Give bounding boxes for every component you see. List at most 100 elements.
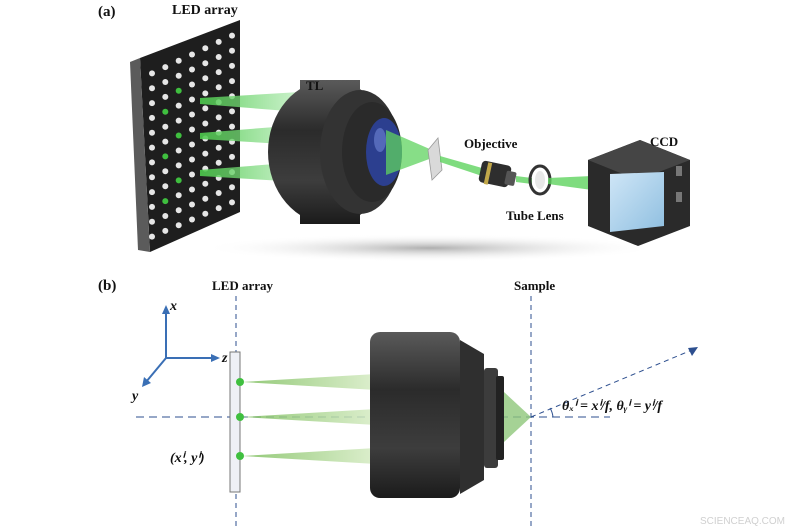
cone-center (242, 409, 376, 425)
led-dot (229, 184, 235, 191)
axis-z-arrow (211, 354, 220, 362)
converging-beam (386, 130, 432, 175)
led-dot (189, 66, 195, 73)
led-dot (175, 147, 182, 154)
axis-y-line (145, 357, 167, 383)
led-dot (162, 168, 169, 175)
axis-y-label: y (130, 389, 139, 404)
led-dot (202, 210, 209, 217)
led-dot (215, 144, 222, 151)
beam-top (200, 92, 300, 112)
objective-gold-band (483, 162, 493, 185)
ccd-top (588, 140, 690, 180)
coordinate-axes: x z y (130, 299, 228, 404)
led-dot (175, 192, 182, 199)
led-dot (202, 195, 209, 202)
led-dot (162, 227, 169, 234)
beam-sample-to-objective (440, 156, 482, 176)
beam-objective-to-tube (516, 176, 532, 184)
led-dot (189, 141, 195, 148)
axis-y-arrow (142, 377, 151, 387)
tl-lens-glint (374, 128, 386, 152)
led-panel-face (140, 20, 240, 252)
led-dot (229, 153, 235, 160)
led-dot (229, 32, 235, 39)
lens-b-front (496, 376, 504, 460)
led-dot (175, 132, 182, 139)
led-dot (202, 60, 209, 67)
led-dot (175, 87, 182, 94)
led-array-bar (229, 351, 241, 493)
led-dot (229, 62, 235, 69)
led-dot (202, 105, 209, 112)
led-dot (149, 70, 155, 77)
led-dot (202, 45, 209, 52)
led-dot (229, 199, 235, 206)
axis-x-arrow (162, 305, 170, 314)
led-dot-bottom (236, 452, 244, 460)
led-dot (215, 114, 222, 121)
led-dot (229, 108, 235, 115)
led-dot (175, 222, 182, 229)
ccd-label: CCD (650, 134, 678, 149)
led-dot (229, 78, 235, 85)
ccd-camera (588, 140, 690, 246)
lens-b-taper (460, 340, 484, 494)
led-dot (175, 57, 182, 64)
led-dot (149, 233, 155, 240)
led-dot (202, 120, 209, 127)
beams-tl-to-sample (386, 130, 432, 175)
led-dot (215, 190, 222, 196)
led-dot (149, 174, 155, 181)
led-dot (175, 177, 182, 184)
led-dot (162, 108, 169, 115)
led-dot (175, 117, 182, 124)
cone-bottom (242, 448, 376, 464)
led-dot (149, 144, 155, 151)
led-dot (189, 96, 195, 103)
led-dot (202, 150, 209, 157)
led-array-label-b: LED array (212, 278, 274, 293)
cone-to-sample (504, 392, 531, 442)
led-dot (162, 79, 169, 85)
led-coordinate-label: (xⁱ, yⁱ) (170, 451, 205, 466)
tl-label: TL (306, 78, 324, 93)
led-array-label-a: LED array (172, 3, 238, 18)
led-dot (162, 213, 169, 219)
panel-a: (a) LED array TL (98, 3, 690, 262)
led-dot (189, 171, 195, 178)
led-dot (189, 156, 195, 163)
led-dot (189, 216, 195, 223)
led-dot (215, 84, 222, 91)
lens-b-body (370, 332, 460, 498)
beam-tube-to-ccd (548, 176, 592, 190)
lens-b (370, 332, 504, 498)
axis-x-label: x (169, 299, 177, 314)
led-dot (215, 69, 222, 76)
led-dot (215, 205, 222, 212)
led-dot (202, 180, 209, 187)
led-dot-top (236, 378, 244, 386)
led-dot (189, 51, 195, 58)
sample-label: Sample (514, 278, 555, 293)
led-dot (162, 123, 169, 130)
lens-b-ring (484, 368, 498, 468)
led-dot (189, 111, 195, 118)
led-dot (162, 183, 169, 190)
panel-b-tag: (b) (98, 278, 116, 294)
floor-shadow (200, 234, 660, 262)
led-dot (149, 114, 155, 121)
led-dot (149, 203, 155, 210)
led-dot (189, 201, 195, 208)
led-panel-edge (130, 58, 150, 252)
led-dot (162, 93, 169, 100)
led-dot (162, 138, 169, 145)
led-dot (202, 90, 209, 97)
axis-z-label: z (221, 351, 228, 366)
angle-arc (549, 407, 554, 418)
led-dot (229, 123, 235, 130)
tl-lens (268, 80, 402, 224)
led-dot (162, 64, 169, 71)
